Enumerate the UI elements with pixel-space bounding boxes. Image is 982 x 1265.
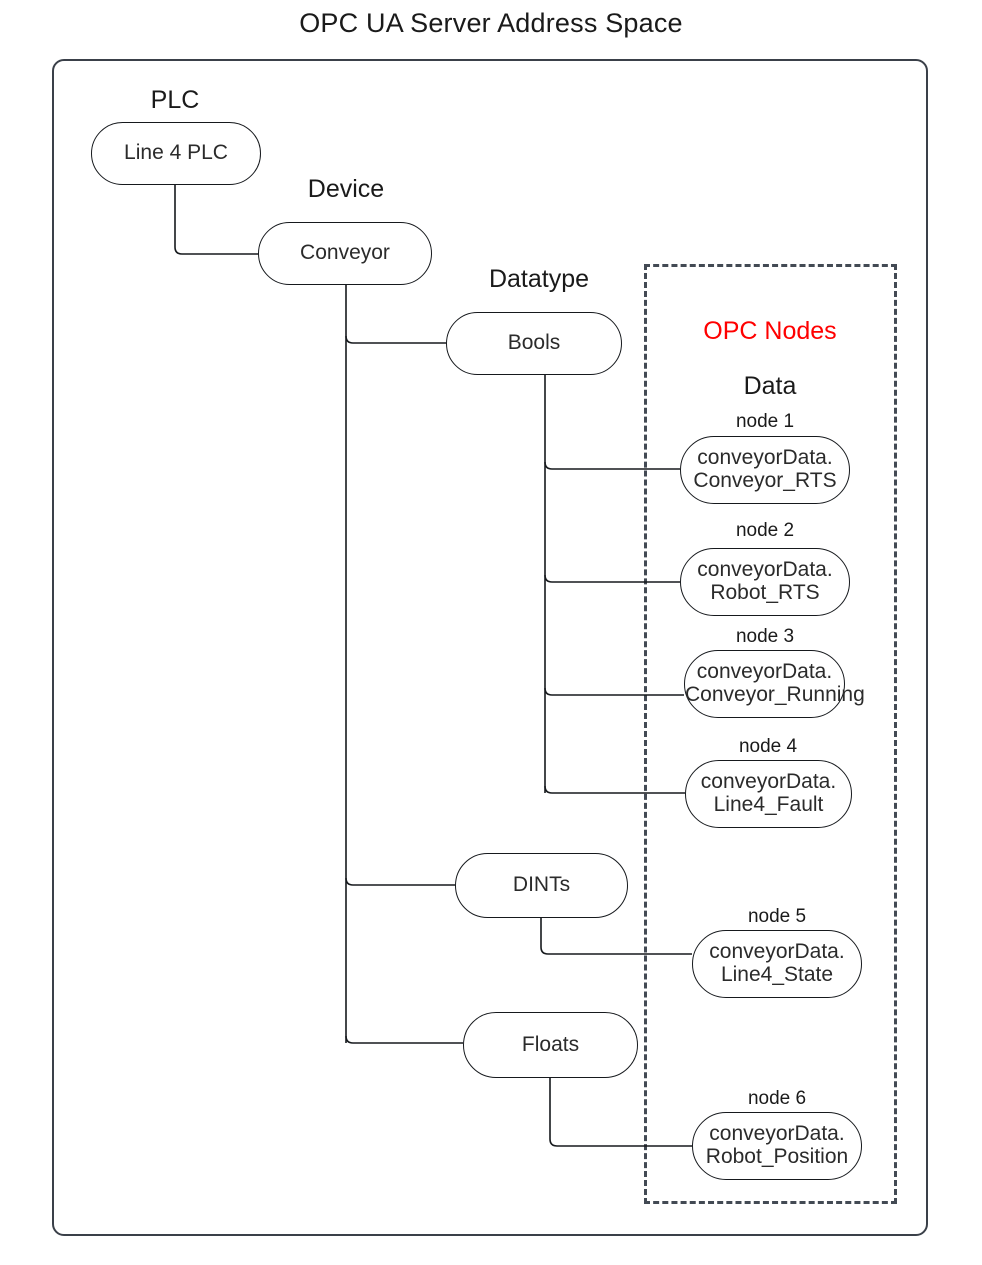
opc-node-2-line1: conveyorData. <box>697 558 833 582</box>
tree-node-bools[interactable]: Bools <box>446 312 622 375</box>
opc-node-3-line2: Conveyor_Running <box>685 683 865 706</box>
tree-node-plc-label: Line 4 PLC <box>124 141 228 165</box>
tree-node-floats-label: Floats <box>521 1032 580 1056</box>
opc-node-2[interactable]: conveyorData. Robot_RTS <box>680 548 850 616</box>
opc-node-2-caption: node 2 <box>735 520 795 541</box>
opc-node-6-line2: Robot_Position <box>705 1145 849 1168</box>
group-label-device: Device <box>307 175 385 203</box>
opc-node-1-line2: Conveyor_RTS <box>693 469 837 492</box>
opc-node-3[interactable]: conveyorData. Conveyor_Running <box>684 650 865 718</box>
group-label-datatype: Datatype <box>488 265 590 293</box>
group-label-data: Data <box>743 372 797 400</box>
group-label-opc-nodes: OPC Nodes <box>703 317 837 345</box>
opc-node-4-caption: node 4 <box>738 736 798 757</box>
opc-node-5-line2: Line4_State <box>720 963 834 986</box>
opc-node-3-caption: node 3 <box>735 626 795 647</box>
opc-node-4-line2: Line4_Fault <box>713 793 824 816</box>
tree-node-conveyor[interactable]: Conveyor <box>258 222 432 285</box>
opc-node-6[interactable]: conveyorData. Robot_Position <box>692 1112 862 1180</box>
tree-node-floats[interactable]: Floats <box>463 1012 638 1078</box>
opc-node-5[interactable]: conveyorData. Line4_State <box>692 930 862 998</box>
opc-nodes-boundary <box>644 264 897 1204</box>
opc-node-4[interactable]: conveyorData. Line4_Fault <box>685 760 852 828</box>
opc-node-3-line1: conveyorData. <box>696 660 833 684</box>
opc-node-5-caption: node 5 <box>747 906 807 927</box>
page-title: OPC UA Server Address Space <box>299 8 683 38</box>
tree-node-dints[interactable]: DINTs <box>455 853 628 918</box>
address-space-frame <box>52 59 928 1236</box>
opc-node-1-caption: node 1 <box>735 411 795 432</box>
opc-node-6-caption: node 6 <box>747 1088 807 1109</box>
group-label-plc: PLC <box>150 86 200 114</box>
tree-node-conveyor-label: Conveyor <box>300 241 390 265</box>
opc-node-1-line1: conveyorData. <box>697 446 833 470</box>
tree-node-plc[interactable]: Line 4 PLC <box>91 122 261 185</box>
opc-node-2-line2: Robot_RTS <box>710 581 820 604</box>
tree-node-dints-label: DINTs <box>512 873 571 897</box>
opc-node-4-line1: conveyorData. <box>700 770 837 794</box>
tree-node-bools-label: Bools <box>507 331 561 355</box>
opc-node-1[interactable]: conveyorData. Conveyor_RTS <box>680 436 850 504</box>
opc-node-6-line1: conveyorData. <box>709 1122 845 1146</box>
opc-node-5-line1: conveyorData. <box>709 940 845 964</box>
